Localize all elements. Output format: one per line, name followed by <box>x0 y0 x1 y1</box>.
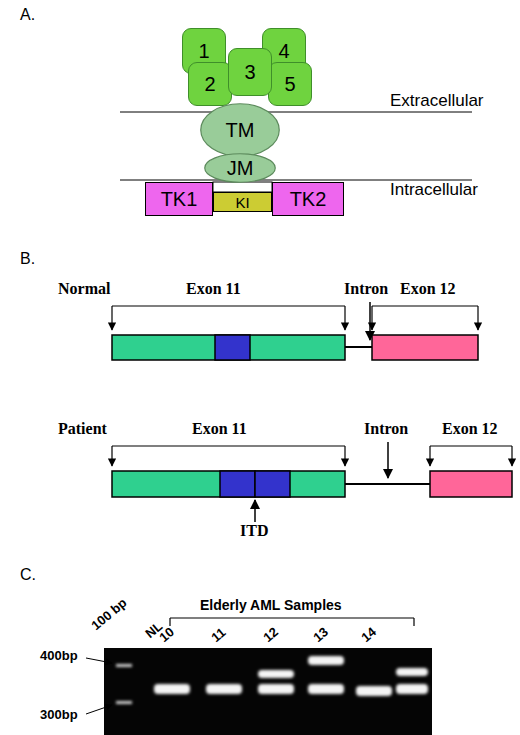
exon-label: Exon 11 <box>192 420 247 438</box>
exon-bracket <box>430 445 512 446</box>
kinase-insert-box: KI <box>213 192 272 212</box>
node-text: 5 <box>284 74 295 94</box>
node-text: 4 <box>278 41 289 61</box>
node-text: KI <box>235 195 249 210</box>
size-label: 400bp <box>40 648 78 663</box>
gel-bands <box>116 656 428 704</box>
node-text: TM <box>226 120 255 140</box>
region-label: Extracellular <box>390 91 484 111</box>
intron-line <box>345 483 430 485</box>
transmembrane-ellipse: TM <box>200 103 280 157</box>
lane-number: 14 <box>358 624 379 645</box>
lane-number: 13 <box>310 624 331 645</box>
linker-strip <box>213 182 272 192</box>
group-label: Elderly AML Samples <box>200 597 342 613</box>
bracket-arrow <box>477 306 478 330</box>
size-arrow <box>86 658 112 663</box>
exon-label: Exon 12 <box>400 280 456 298</box>
bracket-arrow <box>429 446 430 466</box>
size-label: 300bp <box>40 707 78 722</box>
exon-bracket <box>112 445 345 446</box>
intron-label: Intron <box>344 280 388 298</box>
membrane-line <box>120 112 472 113</box>
panel-letter: B. <box>20 250 35 268</box>
exon-bar <box>112 471 345 497</box>
kinase-box: TK1 <box>145 182 213 216</box>
bracket-arrow <box>111 306 112 330</box>
node-text: 1 <box>198 41 209 61</box>
lane-label: 100 bp <box>88 595 129 633</box>
duplicated-segment <box>255 471 290 497</box>
lane-number: 11 <box>208 625 228 645</box>
domain-box: 3 <box>228 48 272 96</box>
lane-number: 12 <box>260 624 281 645</box>
bracket-arrow <box>511 446 512 466</box>
bracket-arrow <box>344 446 345 466</box>
region-label: Intracellular <box>390 180 478 200</box>
node-text: 2 <box>204 74 215 94</box>
exon-bar <box>430 471 512 497</box>
itd-arrow <box>254 500 256 522</box>
exon-bar <box>372 335 478 360</box>
node-text: 3 <box>244 62 255 82</box>
exon-label: Exon 12 <box>442 420 498 438</box>
row-label: Patient <box>58 420 107 438</box>
exon-bracket <box>372 305 478 306</box>
juxtamembrane-ellipse: JM <box>204 153 276 183</box>
intron-arrow <box>369 302 371 340</box>
bracket-arrow <box>111 446 112 466</box>
node-text: TK1 <box>161 189 198 209</box>
domain-box: 5 <box>268 62 312 106</box>
exon-label: Exon 11 <box>186 280 241 298</box>
exon-bar <box>112 335 345 360</box>
exon-bracket <box>112 305 345 306</box>
intron-label: Intron <box>364 420 408 438</box>
sample-bracket <box>169 618 170 626</box>
sample-bracket <box>170 617 414 618</box>
kinase-box: TK2 <box>272 182 344 216</box>
node-text: TK2 <box>290 189 327 209</box>
sample-bracket <box>413 618 414 626</box>
intron-arrow <box>387 442 389 478</box>
panel-letter: C. <box>20 566 36 584</box>
panel-letter: A. <box>20 6 35 24</box>
bracket-arrow <box>371 306 372 330</box>
bracket-arrow <box>344 306 345 330</box>
itd-label: ITD <box>240 522 268 540</box>
intron-line <box>345 346 372 348</box>
row-label: Normal <box>58 280 110 298</box>
duplicated-segment <box>215 335 250 360</box>
size-arrow <box>86 705 112 714</box>
domain-box: 2 <box>188 62 232 106</box>
node-text: JM <box>227 158 254 178</box>
gel-image <box>104 648 432 735</box>
duplicated-segment <box>220 471 255 497</box>
